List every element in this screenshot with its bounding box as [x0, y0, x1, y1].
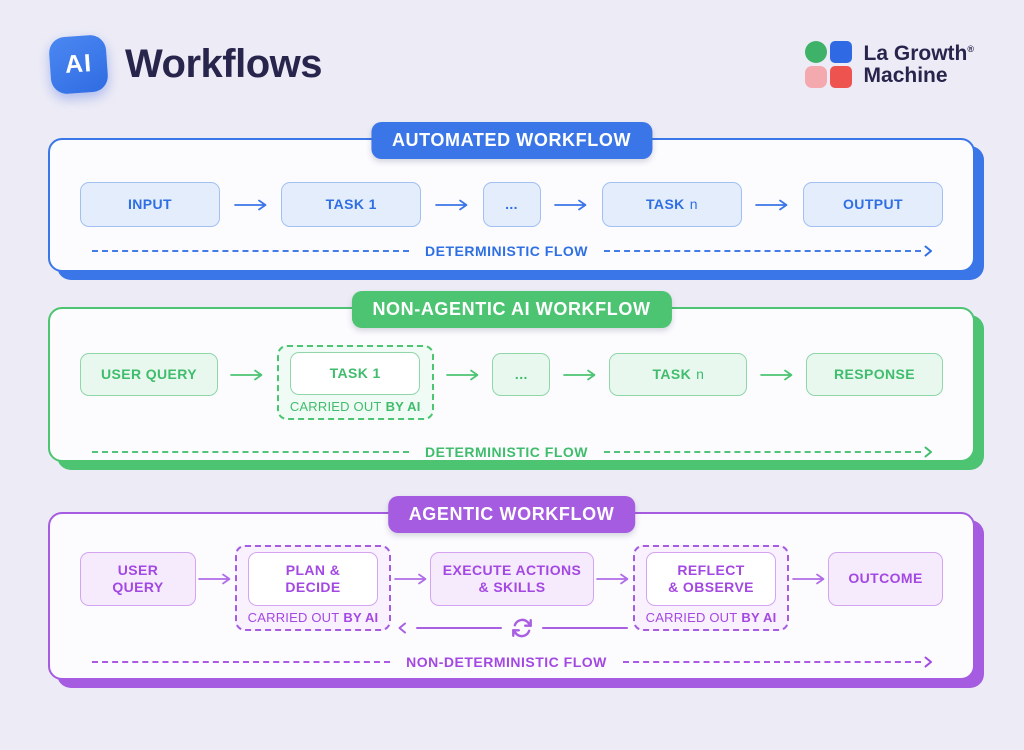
logo-green-circle — [804, 41, 827, 63]
la-growth-machine-logo-icon — [804, 41, 852, 88]
non-agentic-workflow-panel: NON-AGENTIC AI WORKFLOW USER QUERY TASK … — [48, 291, 975, 462]
la-growth-machine-brand: La Growth® Machine — [804, 41, 974, 88]
loop-line-segment — [542, 627, 628, 629]
node-ellipsis: ... — [492, 353, 551, 396]
right-arrow-icon — [747, 353, 806, 381]
task-word: TASK — [652, 365, 692, 382]
node-response: RESPONSE — [805, 353, 943, 396]
right-arrow-icon — [196, 552, 235, 585]
right-arrow-icon — [594, 552, 633, 585]
agentic-workflow-title-badge: AGENTIC WORKFLOW — [387, 496, 636, 533]
node-task-1: TASK 1 — [281, 182, 422, 227]
node-output: OUTPUT — [803, 182, 943, 227]
right-arrow-icon — [391, 552, 430, 585]
by-ai-text: BY AI — [343, 610, 379, 625]
task-subscript: n — [696, 365, 704, 382]
brand-name-line1: La Growth — [863, 41, 968, 65]
node-user-query: USER QUERY — [80, 353, 218, 396]
node-ellipsis: ... — [482, 182, 541, 227]
carried-out-text: CARRIED OUT — [247, 610, 340, 625]
node-execute-actions-skills: EXECUTE ACTIONS & SKILLS — [430, 552, 595, 606]
logo-red-square — [829, 66, 852, 88]
node-input: INPUT — [80, 182, 220, 227]
right-arrow-icon — [434, 353, 493, 381]
dashed-line-segment — [622, 661, 922, 663]
non-agentic-workflow-title-badge: NON-AGENTIC AI WORKFLOW — [351, 291, 672, 328]
dashed-line-segment — [92, 250, 409, 252]
refresh-cycle-icon — [511, 617, 533, 639]
logo-blue-square — [829, 41, 852, 63]
node-plan-decide: PLAN & DECIDE — [248, 552, 378, 606]
page-title: Workflows — [125, 42, 323, 86]
page-header: AI Workflows La Growth® Machine — [0, 0, 1024, 95]
by-ai-text: BY AI — [385, 399, 421, 414]
dashed-line-segment — [92, 661, 391, 663]
right-arrow-icon — [789, 552, 828, 585]
node-user-query: USER QUERY — [80, 552, 196, 606]
carried-out-text: CARRIED OUT — [645, 610, 738, 625]
brand-name: La Growth® Machine — [863, 41, 974, 87]
by-ai-text: BY AI — [741, 610, 777, 625]
automated-workflow-title-badge: AUTOMATED WORKFLOW — [370, 122, 653, 159]
chevron-right-icon — [924, 656, 933, 668]
task-subscript: n — [689, 195, 698, 212]
arrow-left-icon — [398, 622, 407, 634]
dashed-line-segment — [92, 451, 409, 453]
loop-line-segment — [416, 627, 502, 629]
deterministic-flow-indicator: DETERMINISTIC FLOW — [50, 243, 973, 259]
node-reflect-observe: REFLECT & OBSERVE — [646, 552, 777, 606]
right-arrow-icon — [541, 182, 602, 211]
ai-app-icon: AI — [48, 34, 109, 95]
dashed-line-segment — [604, 451, 921, 453]
logo-pink-square — [804, 66, 827, 88]
flow-label: DETERMINISTIC FLOW — [425, 444, 588, 460]
carried-out-text: CARRIED OUT — [289, 399, 382, 414]
brand-name-line2: Machine — [863, 63, 948, 87]
non-deterministic-flow-indicator: NON-DETERMINISTIC FLOW — [50, 654, 973, 670]
deterministic-flow-indicator: DETERMINISTIC FLOW — [50, 444, 973, 460]
dashed-line-segment — [604, 250, 921, 252]
agentic-workflow-panel: AGENTIC WORKFLOW USER QUERY PLAN & DECID… — [48, 496, 975, 680]
right-arrow-icon — [220, 182, 281, 211]
registered-trademark-icon: ® — [967, 43, 974, 54]
right-arrow-icon — [218, 353, 277, 381]
chevron-right-icon — [924, 245, 933, 257]
flow-label: NON-DETERMINISTIC FLOW — [406, 654, 607, 670]
task-word: TASK — [646, 195, 685, 212]
node-task-1: TASK 1 — [290, 352, 421, 395]
chevron-right-icon — [924, 446, 933, 458]
right-arrow-icon — [742, 182, 803, 211]
right-arrow-icon — [550, 353, 609, 381]
right-arrow-icon — [421, 182, 482, 211]
node-outcome: OUTCOME — [828, 552, 944, 606]
automated-workflow-panel: AUTOMATED WORKFLOW INPUT TASK 1 ... TASK… — [48, 122, 975, 272]
flow-label: DETERMINISTIC FLOW — [425, 243, 588, 259]
feedback-loop-arrow — [398, 617, 628, 639]
